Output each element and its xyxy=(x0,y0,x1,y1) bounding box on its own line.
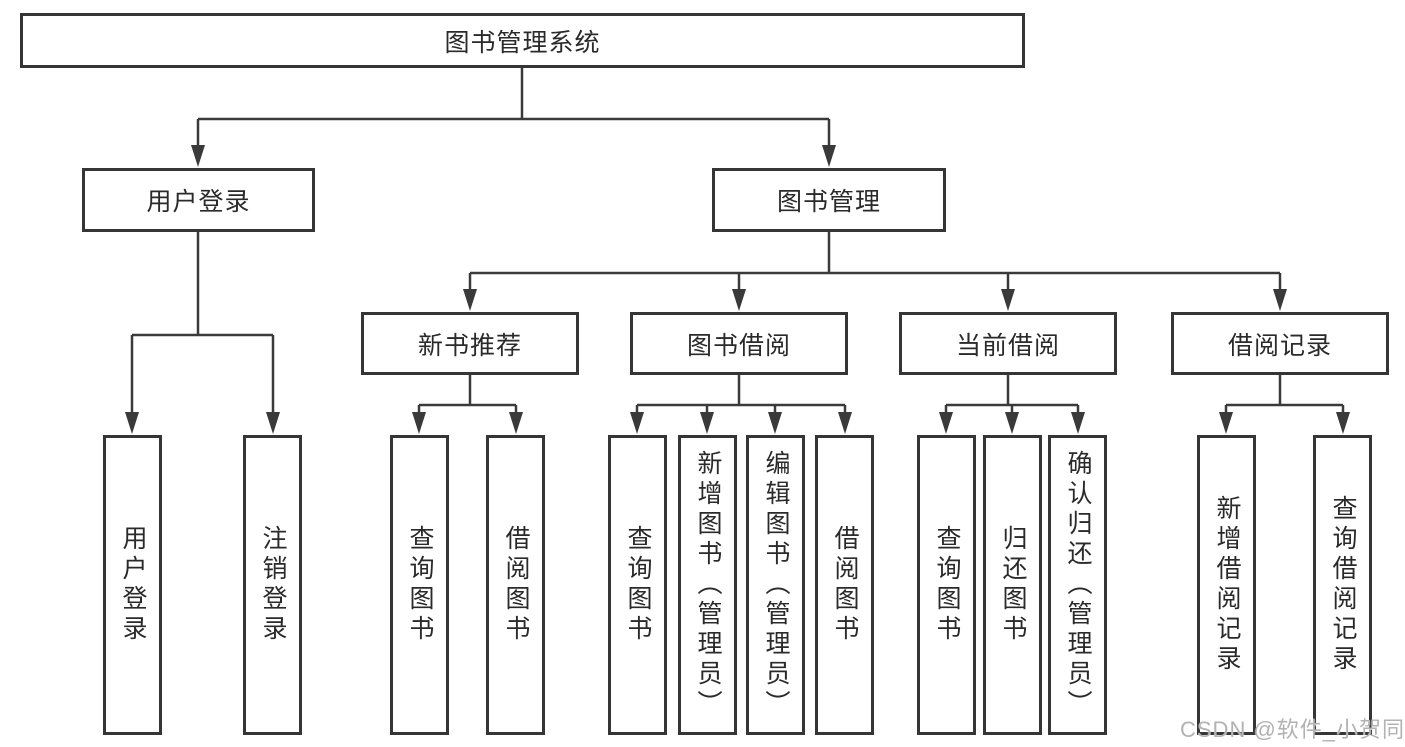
leaf-label: 注销登录 xyxy=(259,525,287,645)
arrowhead-icon xyxy=(1071,412,1085,434)
arrowhead-icon xyxy=(630,412,644,434)
leaf-label: 借阅图书 xyxy=(502,525,530,645)
leaf-current-confirm-return-admin: 确认归还（管理员） xyxy=(1048,435,1107,735)
arrowhead-icon xyxy=(412,412,426,434)
leaf-recommend-query-book: 查询图书 xyxy=(390,435,449,735)
arrowhead-icon xyxy=(732,289,746,311)
leaf-label: 新增图书（管理员） xyxy=(694,450,722,720)
arrowhead-icon xyxy=(822,145,836,167)
leaf-label: 新增借阅记录 xyxy=(1213,495,1241,675)
node-label: 借阅记录 xyxy=(1227,331,1332,360)
leaf-current-return-book: 归还图书 xyxy=(983,435,1042,735)
node-book-management: 图书管理 xyxy=(712,168,946,232)
leaf-label: 用户登录 xyxy=(119,525,147,645)
leaf-label: 查询借阅记录 xyxy=(1329,495,1357,675)
leaf-user-login: 用户登录 xyxy=(103,435,162,735)
leaf-label: 查询图书 xyxy=(624,525,652,645)
arrowhead-icon xyxy=(125,412,139,434)
arrowhead-icon xyxy=(700,412,714,434)
arrowhead-icon xyxy=(191,145,205,167)
node-library-management-system: 图书管理系统 xyxy=(20,13,1025,68)
node-label: 当前借阅 xyxy=(955,331,1060,360)
node-label: 图书管理 xyxy=(776,188,881,216)
node-book-borrow: 图书借阅 xyxy=(630,312,848,375)
arrowhead-icon xyxy=(509,412,523,434)
arrowhead-icon xyxy=(1273,289,1287,311)
arrowhead-icon xyxy=(838,412,852,434)
arrowhead-icon xyxy=(1219,412,1233,434)
csdn-watermark: CSDN @软件_小贺同学 xyxy=(1180,717,1405,742)
leaf-borrow-borrow-book: 借阅图书 xyxy=(815,435,874,735)
leaf-label: 查询图书 xyxy=(933,525,961,645)
leaf-record-query-borrow-record: 查询借阅记录 xyxy=(1313,435,1372,735)
node-user-login: 用户登录 xyxy=(82,168,315,232)
arrowhead-icon xyxy=(463,289,477,311)
arrowhead-icon xyxy=(939,412,953,434)
node-label: 图书管理系统 xyxy=(444,28,601,57)
leaf-borrow-edit-book-admin: 编辑图书（管理员） xyxy=(746,435,805,735)
leaf-recommend-borrow-book: 借阅图书 xyxy=(486,435,545,735)
arrowhead-icon xyxy=(266,412,280,434)
node-label: 新书推荐 xyxy=(417,331,522,360)
node-label: 图书借阅 xyxy=(686,331,791,360)
arrowhead-icon xyxy=(1001,289,1015,311)
arrowhead-icon xyxy=(1005,412,1019,434)
node-label: 用户登录 xyxy=(146,188,251,216)
node-borrow-record: 借阅记录 xyxy=(1171,312,1389,375)
leaf-label: 确认归还（管理员） xyxy=(1064,450,1092,720)
leaf-current-query-book: 查询图书 xyxy=(917,435,976,735)
leaf-label: 归还图书 xyxy=(999,525,1027,645)
leaf-borrow-add-book-admin: 新增图书（管理员） xyxy=(678,435,737,735)
leaf-borrow-query-book: 查询图书 xyxy=(608,435,667,735)
leaf-label: 查询图书 xyxy=(406,525,434,645)
arrowhead-icon xyxy=(1336,412,1350,434)
node-current-borrow: 当前借阅 xyxy=(899,312,1117,375)
leaf-record-add-borrow-record: 新增借阅记录 xyxy=(1197,435,1256,735)
leaf-label: 编辑图书（管理员） xyxy=(762,450,790,720)
arrowhead-icon xyxy=(768,412,782,434)
leaf-label: 借阅图书 xyxy=(831,525,859,645)
leaf-logout: 注销登录 xyxy=(243,435,302,735)
node-new-book-recommend: 新书推荐 xyxy=(361,312,579,375)
